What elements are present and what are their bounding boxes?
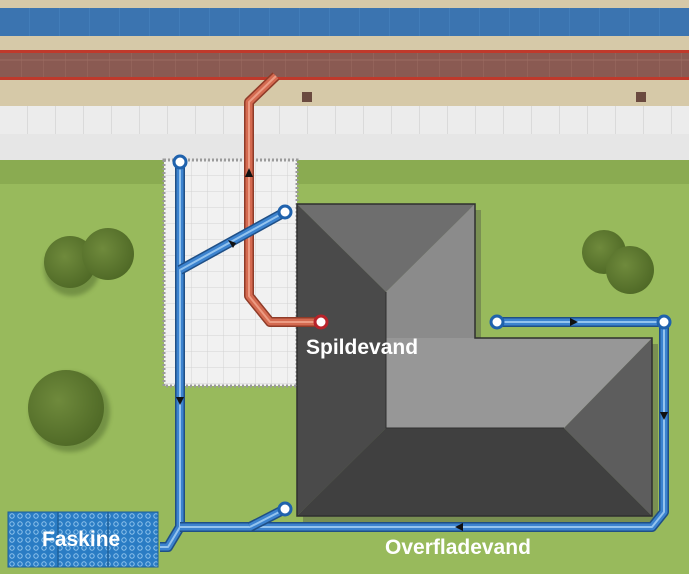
flow-arrow-icon	[660, 412, 668, 420]
flow-arrow-icon	[245, 168, 253, 177]
inlet-node-icon	[277, 501, 293, 517]
inlet-node-icon	[656, 314, 672, 330]
drain-grate-icon	[636, 92, 646, 102]
street-band	[0, 0, 689, 184]
flow-arrow-icon	[228, 240, 236, 248]
wastewater-label: Spildevand	[306, 336, 418, 359]
paved-courtyard	[162, 158, 299, 388]
inlet-node-icon	[313, 314, 329, 330]
inlet-node-icon	[489, 314, 505, 330]
inlet-node-icon	[172, 154, 188, 170]
faskine-soakaway	[7, 511, 159, 568]
flow-arrow-icon	[570, 318, 578, 326]
wastewater-pipe	[244, 72, 321, 327]
flow-arrows	[176, 240, 668, 531]
pipe-nodes	[172, 154, 672, 517]
stormwater-pipe	[160, 162, 669, 552]
flow-arrow-icon	[455, 523, 463, 531]
tree-icon	[582, 230, 654, 294]
drain-grate-icon	[302, 92, 312, 102]
flow-arrow-icon	[176, 397, 184, 405]
house-roof	[296, 203, 658, 522]
tree-icon	[44, 228, 134, 296]
tree-icon	[28, 370, 110, 452]
soakaway-label: Faskine	[42, 528, 120, 551]
inlet-node-icon	[277, 204, 293, 220]
stormwater-label: Overfladevand	[385, 536, 531, 559]
